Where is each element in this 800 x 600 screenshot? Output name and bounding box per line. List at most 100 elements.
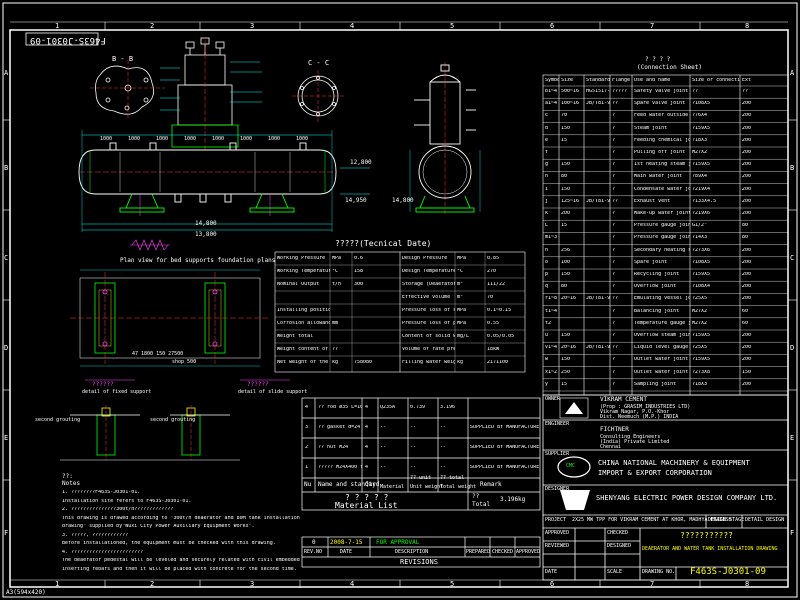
rev-header: DESCRIPTION — [395, 549, 429, 555]
plan-caption: Plan view for bed supports foundation pl… — [120, 257, 276, 264]
mat-cell: 1 — [305, 465, 309, 470]
note-line: drawing" supplied by"Wuxi City Power Aux… — [62, 524, 255, 529]
project-label: PROJECT — [545, 517, 567, 523]
row-letter: C — [790, 254, 795, 262]
conn-cell: ?? — [612, 296, 619, 302]
plan-view — [70, 239, 270, 367]
conn-cell: n — [545, 247, 549, 253]
tech-cell: 0.85 — [487, 256, 500, 261]
plan-dim: 47 1800 150 27500 — [132, 351, 184, 357]
conn-cell: 200 — [561, 211, 571, 216]
mat-cell: 0.739 — [410, 405, 426, 410]
conn-header: Ext — [742, 78, 752, 83]
fixed-support-caption: detail of fixed support — [82, 389, 152, 395]
conn-header: Size or connection — [692, 78, 740, 83]
conn-cell: ?18X3 — [692, 137, 708, 143]
row-letter: F — [4, 529, 9, 537]
tech-cell: Weight content of solid water — [277, 347, 330, 352]
tech-cell: ?? — [332, 347, 339, 352]
conn-cell: ?25X5 — [692, 345, 708, 351]
notes-head-cn: ??: — [62, 473, 73, 480]
conn-cell: 150 — [561, 333, 571, 338]
rev-header: DATE — [340, 549, 353, 555]
tech-cell: Effective volume — [402, 295, 451, 300]
conn-cell: Balancing joint — [634, 308, 680, 314]
conn-cell: ? — [612, 284, 616, 290]
row-letter: E — [4, 434, 9, 442]
tech-cell: 758080 — [354, 360, 373, 365]
conn-cell: ? — [612, 381, 616, 387]
engineer-label: ENGINEER — [545, 421, 570, 427]
conn-cell: q — [545, 284, 549, 290]
owner-label: OWNER — [545, 396, 561, 402]
row-letter: F — [790, 529, 795, 537]
tech-cell: kg — [332, 360, 339, 365]
conn-cell: 500~16 — [561, 89, 580, 94]
row-letter: D — [4, 344, 9, 352]
mat-cell: 3.196 — [440, 405, 456, 410]
tech-cell: 0.05/0.05 — [487, 334, 515, 339]
mat-header: Unit weight — [410, 484, 444, 490]
conn-cell: 200 — [742, 150, 752, 155]
mat-header: Total weight — [440, 484, 477, 490]
mat-cell: 4 — [365, 425, 369, 430]
conn-cell: ?219X6 — [692, 211, 711, 216]
mat-cell: ????? M24X400 foundation bolt — [318, 465, 362, 470]
tech-cell: 0.6 — [354, 256, 364, 261]
conn-cell: ? — [612, 186, 616, 192]
plan-dim: shop 500 — [172, 359, 197, 365]
rev-header: CHECKED — [492, 549, 514, 555]
conn-cell: 150 — [742, 369, 752, 375]
code-box — [25, 32, 99, 46]
tech-cell: MPa — [332, 256, 342, 261]
tech-cell: Working Pressure — [277, 256, 326, 261]
col-number: 8 — [745, 22, 750, 30]
col-number: 6 — [550, 22, 555, 30]
overall-length-dim: 14,800 — [195, 220, 217, 227]
engineer-sub: Consulting Engineers — [600, 434, 661, 440]
mat-cell: 3 — [305, 425, 309, 430]
mat-header: ?? unit — [410, 475, 432, 481]
note-line: 2. ???????????????300t/h????????????? — [62, 507, 174, 512]
tech-cell: Weight total — [277, 334, 314, 339]
col-number: 8 — [745, 580, 750, 588]
col-number: 7 — [650, 580, 655, 588]
conn-cell: 200 — [742, 357, 752, 363]
conn-cell: ?14X3 — [692, 235, 708, 241]
conn-header: Use and name — [634, 78, 671, 83]
col-number: 1 — [55, 22, 60, 30]
slide-support-caption: detail of slide support — [238, 389, 308, 395]
conn-cell: 200 — [742, 272, 752, 277]
mat-header: ?? total — [440, 475, 465, 481]
conn-cell: 15 — [561, 137, 568, 143]
material-table-grid — [301, 397, 541, 511]
conn-cell: 200 — [742, 381, 752, 387]
mat-total-label: ?? — [472, 493, 480, 500]
conn-cell: 200 — [742, 296, 752, 302]
mat-cell: ?? nut M24 — [318, 445, 349, 450]
row-letter: B — [790, 164, 795, 172]
tech-cell: Pressure loss of spray nozzle — [402, 308, 455, 313]
conn-cell: 200 — [742, 211, 752, 216]
tech-cell: 18kW — [487, 347, 500, 352]
tech-cell: MPa — [457, 256, 467, 261]
conn-cell: ?89X4 — [692, 174, 708, 180]
mat-cell: -- — [440, 445, 447, 450]
conn-cell: 150 — [561, 162, 571, 168]
rev-header: PREPARED — [466, 549, 491, 555]
conn-cell: Safety valve joint — [634, 89, 689, 94]
owner-sub: (Prop : GRASIM INDUSTRIES LTD) — [600, 404, 691, 410]
row-letter: D — [790, 344, 795, 352]
tech-cell: 70 — [487, 295, 494, 300]
col-number: 2 — [150, 22, 155, 30]
conn-cell: 200 — [742, 247, 752, 253]
conn-title: (Connection Sheet) — [637, 64, 703, 71]
conn-cell: ? — [612, 272, 616, 277]
designed-label: DESIGNED — [607, 543, 632, 549]
engineer-sub: Chennai — [600, 444, 622, 450]
tech-cell: MPa — [457, 321, 467, 326]
supplier-label: SUPPLIER — [545, 451, 570, 457]
conn-cell: Emulating vessel joint — [634, 296, 690, 302]
date-label: DATE — [545, 569, 558, 575]
